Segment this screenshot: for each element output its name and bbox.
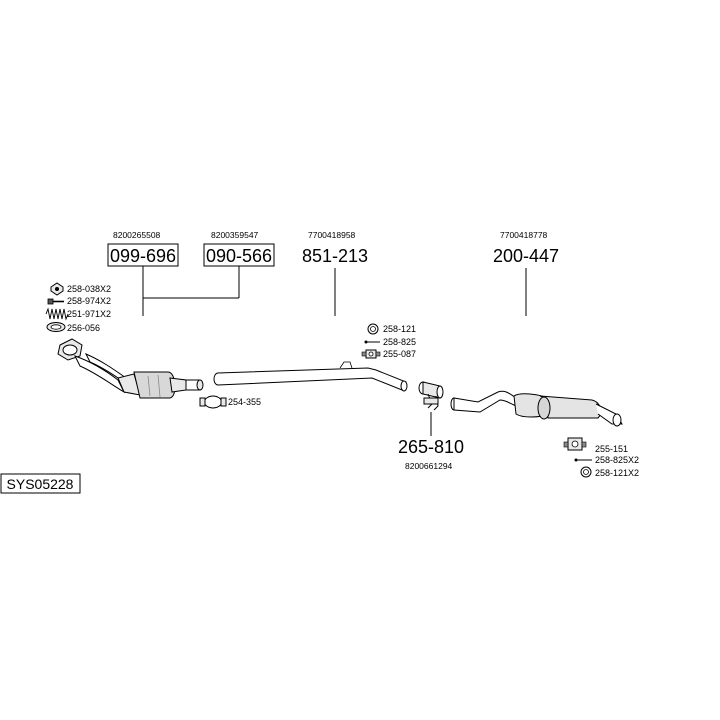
part-oem-number: 7700418958: [308, 230, 356, 240]
accessory-label[interactable]: 256-056: [67, 323, 100, 333]
nut-icon: [50, 282, 64, 296]
front-pipe-catalytic-converter[interactable]: [57, 338, 204, 399]
bolt-icon: [574, 458, 592, 462]
part-oem-number: 8200359547: [211, 230, 259, 240]
system-code-box: [0, 473, 81, 494]
system-code: SYS05228: [7, 476, 74, 492]
part-oem-number: 8200265508: [113, 230, 161, 240]
part-number[interactable]: 265-810: [398, 437, 464, 457]
accessory-label[interactable]: 258-121X2: [595, 468, 639, 478]
leader-line: [142, 266, 240, 316]
accessory-label[interactable]: 258-974X2: [67, 296, 111, 306]
bracket-icon: [361, 349, 381, 359]
clamp-icon: [199, 395, 227, 409]
part-oem-number: 8200661294: [405, 461, 453, 471]
bracket-icon: [563, 437, 587, 451]
part-number[interactable]: 099-696: [110, 246, 176, 266]
bolt-icon: [47, 298, 64, 305]
bolt-icon: [364, 340, 380, 344]
accessory-label[interactable]: 255-087: [383, 349, 416, 359]
ring-icon: [580, 466, 592, 478]
accessory-label[interactable]: 258-038X2: [67, 284, 111, 294]
accessory-label[interactable]: 258-825X2: [595, 455, 639, 465]
part-oem-number: 7700418778: [500, 230, 548, 240]
ring-icon: [367, 323, 379, 335]
accessory-label[interactable]: 251-971X2: [67, 309, 111, 319]
spring-icon: [45, 307, 69, 321]
accessory-label[interactable]: 255-151: [595, 444, 628, 454]
accessory-label[interactable]: 254-355: [228, 397, 261, 407]
pipe-connector[interactable]: [418, 381, 444, 411]
part-number[interactable]: 090-566: [206, 246, 272, 266]
part-number[interactable]: 851-213: [302, 246, 368, 266]
part-number[interactable]: 200-447: [493, 246, 559, 266]
rear-muffler[interactable]: [450, 390, 623, 427]
accessory-label[interactable]: 258-121: [383, 324, 416, 334]
accessory-label[interactable]: 258-825: [383, 337, 416, 347]
gasket-icon: [46, 322, 66, 332]
center-pipe[interactable]: [213, 361, 408, 392]
